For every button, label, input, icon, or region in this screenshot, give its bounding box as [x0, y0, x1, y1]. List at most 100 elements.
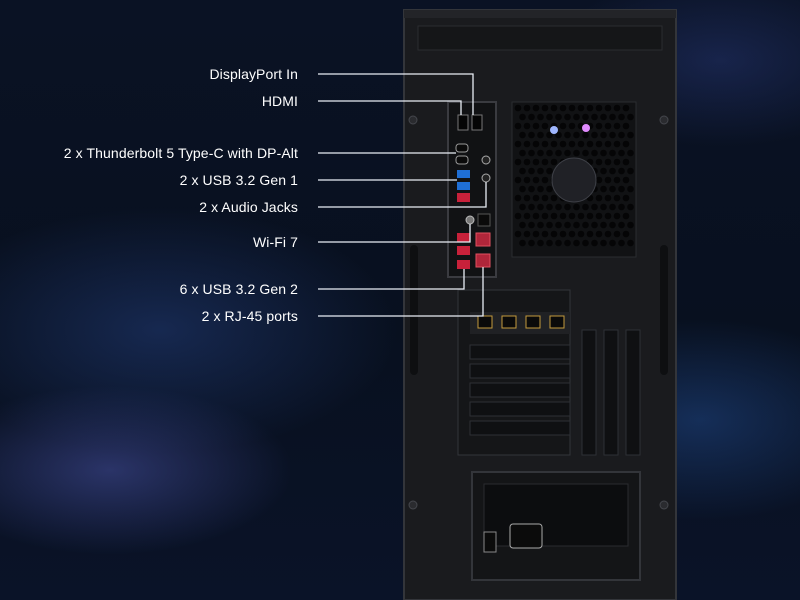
screw-icon: [659, 115, 669, 125]
mesh-hole: [523, 194, 531, 202]
mesh-hole: [591, 149, 598, 157]
mesh-hole: [537, 239, 544, 247]
mesh-hole: [600, 239, 607, 247]
mesh-hole: [532, 230, 540, 238]
mesh-hole: [528, 221, 535, 229]
power-socket: [509, 523, 543, 549]
mesh-hole: [519, 149, 526, 157]
mesh-hole: [627, 113, 634, 121]
leader-line: [318, 73, 474, 115]
mesh-hole: [537, 203, 544, 211]
mesh-hole: [541, 230, 549, 238]
mesh-hole: [550, 158, 558, 166]
mesh-hole: [609, 221, 616, 229]
callout-leader-lines: [318, 73, 487, 317]
mesh-hole: [541, 140, 549, 148]
mesh-hole: [604, 230, 612, 238]
label-thunderbolt: 2 x Thunderbolt 5 Type-C with DP-Alt: [63, 145, 298, 161]
mesh-hole: [604, 140, 612, 148]
screw-icon: [408, 115, 418, 125]
mesh-hole: [550, 140, 558, 148]
mesh-hole: [618, 113, 625, 121]
mesh-hole: [541, 122, 549, 130]
mesh-hole: [604, 212, 612, 220]
mesh-hole: [627, 221, 634, 229]
mesh-hole: [568, 230, 576, 238]
mesh-hole: [618, 167, 625, 175]
vertical-slot-covers: [581, 329, 641, 456]
mesh-hole: [618, 221, 625, 229]
mesh-hole: [559, 212, 567, 220]
io-slot: [477, 213, 491, 227]
mesh-hole: [627, 149, 634, 157]
mesh-hole: [573, 221, 580, 229]
mesh-hole: [627, 239, 634, 247]
mesh-hole: [613, 212, 621, 220]
mesh-hole: [609, 167, 616, 175]
mesh-hole: [582, 221, 589, 229]
mesh-hole: [523, 104, 531, 112]
mesh-hole: [550, 212, 558, 220]
gpu-output-port: [477, 315, 493, 329]
gpu-output-port: [549, 315, 565, 329]
mesh-hole: [609, 203, 616, 211]
mesh-hole: [541, 158, 549, 166]
mesh-hole: [595, 158, 603, 166]
mesh-hole: [604, 158, 612, 166]
mesh-hole: [613, 194, 621, 202]
mesh-hole: [559, 104, 567, 112]
mesh-hole: [600, 131, 607, 139]
mesh-hole: [613, 176, 621, 184]
label-usb-gen1: 2 x USB 3.2 Gen 1: [179, 172, 298, 188]
mesh-hole: [514, 212, 522, 220]
mesh-hole: [541, 212, 549, 220]
mesh-hole: [532, 140, 540, 148]
mesh-hole: [555, 113, 562, 121]
displayport-in-port: [457, 114, 469, 131]
mesh-hole: [519, 239, 526, 247]
mesh-hole: [528, 113, 535, 121]
mesh-hole: [600, 185, 607, 193]
label-wifi7: Wi-Fi 7: [252, 234, 298, 250]
mesh-hole: [555, 131, 562, 139]
label-rj45: 2 x RJ-45 ports: [201, 308, 298, 324]
mesh-hole: [546, 131, 553, 139]
mesh-hole: [559, 122, 567, 130]
mesh-hole: [519, 185, 526, 193]
mesh-hole: [532, 158, 540, 166]
mesh-hole: [532, 194, 540, 202]
audio-jack: [481, 173, 491, 183]
mesh-hole: [595, 212, 603, 220]
mesh-hole: [582, 131, 589, 139]
mesh-hole: [564, 203, 571, 211]
mesh-hole: [627, 203, 634, 211]
mesh-hole: [550, 230, 558, 238]
screw-icon: [659, 500, 669, 510]
usb-gen2-port: [457, 233, 470, 242]
mesh-hole: [568, 104, 576, 112]
io-shield: [447, 101, 497, 278]
mesh-hole: [514, 140, 522, 148]
mesh-hole: [523, 158, 531, 166]
mesh-hole: [514, 176, 522, 184]
mesh-hole: [541, 176, 549, 184]
label-audio-jacks: 2 x Audio Jacks: [199, 199, 298, 215]
mesh-hole: [568, 212, 576, 220]
power-switch: [483, 531, 497, 553]
hdmi-port: [471, 114, 483, 131]
mesh-hole: [541, 194, 549, 202]
mesh-hole: [537, 185, 544, 193]
mesh-hole: [618, 185, 625, 193]
thunderbolt-port: [455, 155, 469, 165]
mesh-hole: [546, 203, 553, 211]
mesh-hole: [618, 203, 625, 211]
mesh-hole: [514, 122, 522, 130]
mesh-hole: [622, 230, 630, 238]
mesh-hole: [550, 194, 558, 202]
mesh-hole: [546, 149, 553, 157]
case-handle-left: [410, 245, 418, 375]
mesh-hole: [582, 239, 589, 247]
mesh-hole: [564, 221, 571, 229]
mesh-hole: [622, 158, 630, 166]
mesh-hole: [523, 176, 531, 184]
